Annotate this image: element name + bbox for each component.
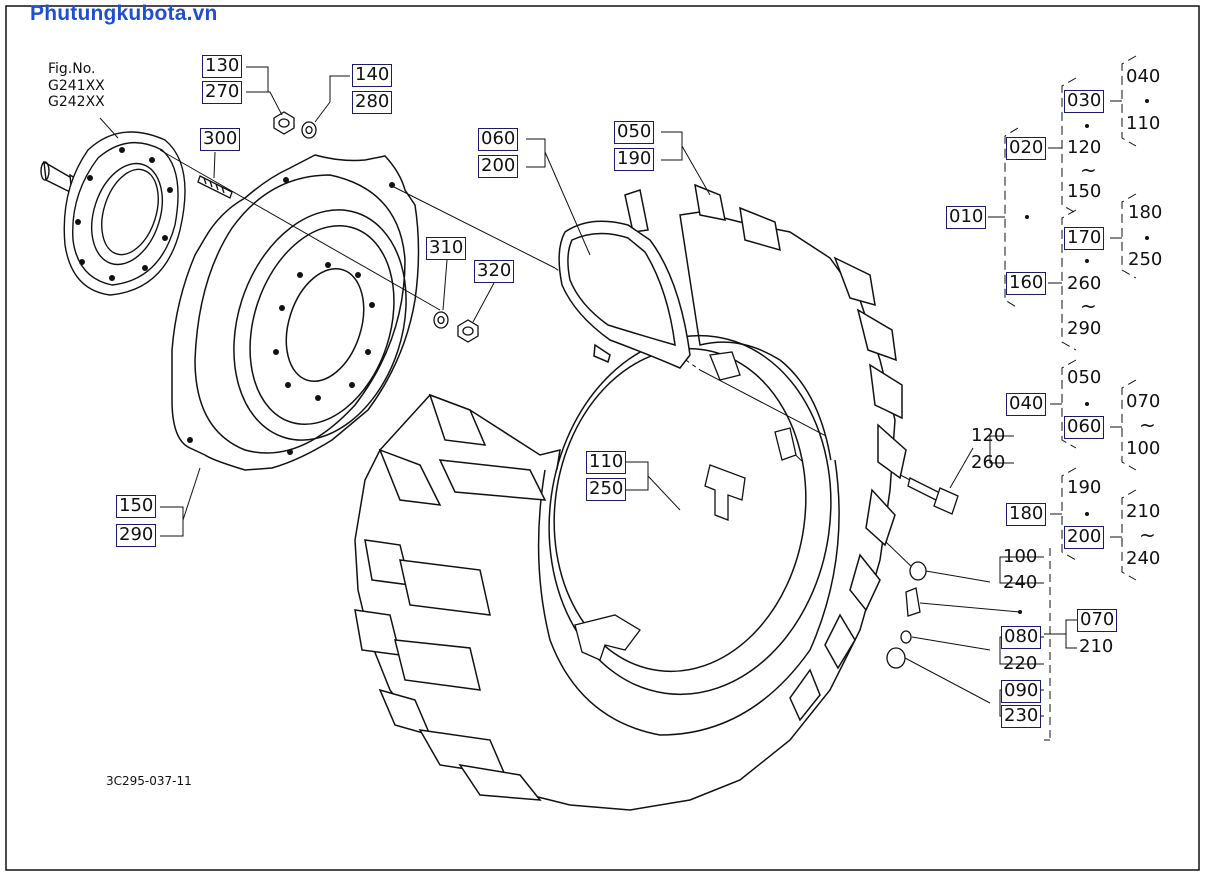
part-callout-190[interactable]: 190 <box>614 148 655 171</box>
part-callout-050[interactable]: 050 <box>614 121 655 144</box>
figure-number-block: Fig.No. G241XX G242XX <box>48 61 105 111</box>
tree-range-end-240[interactable]: 240 <box>1126 548 1161 569</box>
part-callout-300[interactable]: 300 <box>200 128 241 151</box>
tree-node-180[interactable]: 180 <box>1006 503 1047 526</box>
part-callout-060[interactable]: 060 <box>478 128 519 151</box>
hub-flange-with-axle <box>40 131 186 296</box>
tree-item-180[interactable]: 180 <box>1128 202 1163 223</box>
part-callout-280[interactable]: 280 <box>352 91 393 114</box>
tree-item-190[interactable]: 190 <box>1067 477 1102 498</box>
tree-dot <box>1025 215 1029 219</box>
tree-node-060[interactable]: 060 <box>1064 416 1105 439</box>
part-callout-110[interactable]: 110 <box>586 451 627 474</box>
part-callout-310[interactable]: 310 <box>426 237 467 260</box>
part-callout-070[interactable]: 070 <box>1077 609 1118 632</box>
tree-node-040[interactable]: 040 <box>1006 393 1047 416</box>
tree-item-250[interactable]: 250 <box>1128 249 1163 270</box>
tree-root-010[interactable]: 010 <box>946 206 987 229</box>
part-callout-320[interactable]: 320 <box>474 260 515 283</box>
tree-dot <box>1085 512 1089 516</box>
part-callout-230[interactable]: 230 <box>1001 705 1042 728</box>
part-callout-100[interactable]: 100 <box>1003 546 1038 567</box>
tree-dot <box>1085 402 1089 406</box>
range-tilde: ~ <box>1080 294 1097 318</box>
tree-range-end-150[interactable]: 150 <box>1067 181 1102 202</box>
part-callout-260[interactable]: 260 <box>971 452 1006 473</box>
wheel-disc <box>171 154 420 471</box>
tree-range-end-290[interactable]: 290 <box>1067 318 1102 339</box>
tree-dot <box>1085 124 1089 128</box>
part-callout-130[interactable]: 130 <box>202 55 243 78</box>
washer-and-nut <box>433 311 479 343</box>
tree-range-end-100[interactable]: 100 <box>1126 438 1161 459</box>
tree-dot <box>1018 610 1022 614</box>
figure-code: G241XX <box>48 77 105 94</box>
nut-and-washer <box>273 111 317 139</box>
tree-node-160[interactable]: 160 <box>1006 272 1047 295</box>
tube-flap <box>558 220 691 369</box>
site-brand[interactable]: Phutungkubota.vn <box>30 2 218 25</box>
tree-item-050[interactable]: 050 <box>1067 367 1102 388</box>
tree-node-170[interactable]: 170 <box>1064 227 1105 250</box>
tractor-tyre <box>354 183 907 811</box>
part-callout-220[interactable]: 220 <box>1003 653 1038 674</box>
part-callout-290[interactable]: 290 <box>116 524 157 547</box>
tree-dot <box>1145 236 1149 240</box>
rim-valve-clips <box>574 351 797 661</box>
parts-tree-lines <box>988 55 1137 581</box>
tree-node-020[interactable]: 020 <box>1006 137 1047 160</box>
tree-node-030[interactable]: 030 <box>1064 90 1105 113</box>
part-callout-200[interactable]: 200 <box>478 155 519 178</box>
range-tilde: ~ <box>1080 158 1097 182</box>
drawing-code: 3C295-037-11 <box>106 774 192 788</box>
tree-range-start-070[interactable]: 070 <box>1126 391 1161 412</box>
valve-components <box>886 561 927 669</box>
part-callout-210[interactable]: 210 <box>1079 636 1114 657</box>
stud-bolt <box>197 175 233 199</box>
range-tilde: ~ <box>1139 523 1156 547</box>
part-callout-270[interactable]: 270 <box>202 81 243 104</box>
part-callout-240[interactable]: 240 <box>1003 572 1038 593</box>
part-callout-120[interactable]: 120 <box>971 425 1006 446</box>
part-callout-080[interactable]: 080 <box>1001 626 1042 649</box>
tree-range-start-120[interactable]: 120 <box>1067 137 1102 158</box>
rim-bolt <box>907 477 959 515</box>
drawing-frame <box>5 5 1200 871</box>
part-callout-150[interactable]: 150 <box>116 495 157 518</box>
part-callout-250[interactable]: 250 <box>586 478 627 501</box>
tree-dot <box>1085 259 1089 263</box>
tree-item-040[interactable]: 040 <box>1126 66 1161 87</box>
part-callout-090[interactable]: 090 <box>1001 680 1042 703</box>
tree-node-200[interactable]: 200 <box>1064 526 1105 549</box>
tree-range-start-210[interactable]: 210 <box>1126 501 1161 522</box>
figure-code: G242XX <box>48 94 105 110</box>
tree-dot <box>1145 99 1149 103</box>
part-callout-140[interactable]: 140 <box>352 64 393 87</box>
range-tilde: ~ <box>1139 413 1156 437</box>
tree-item-110[interactable]: 110 <box>1126 113 1161 134</box>
figure-number-label: Fig.No. <box>48 61 96 77</box>
tree-range-start-260[interactable]: 260 <box>1067 273 1102 294</box>
